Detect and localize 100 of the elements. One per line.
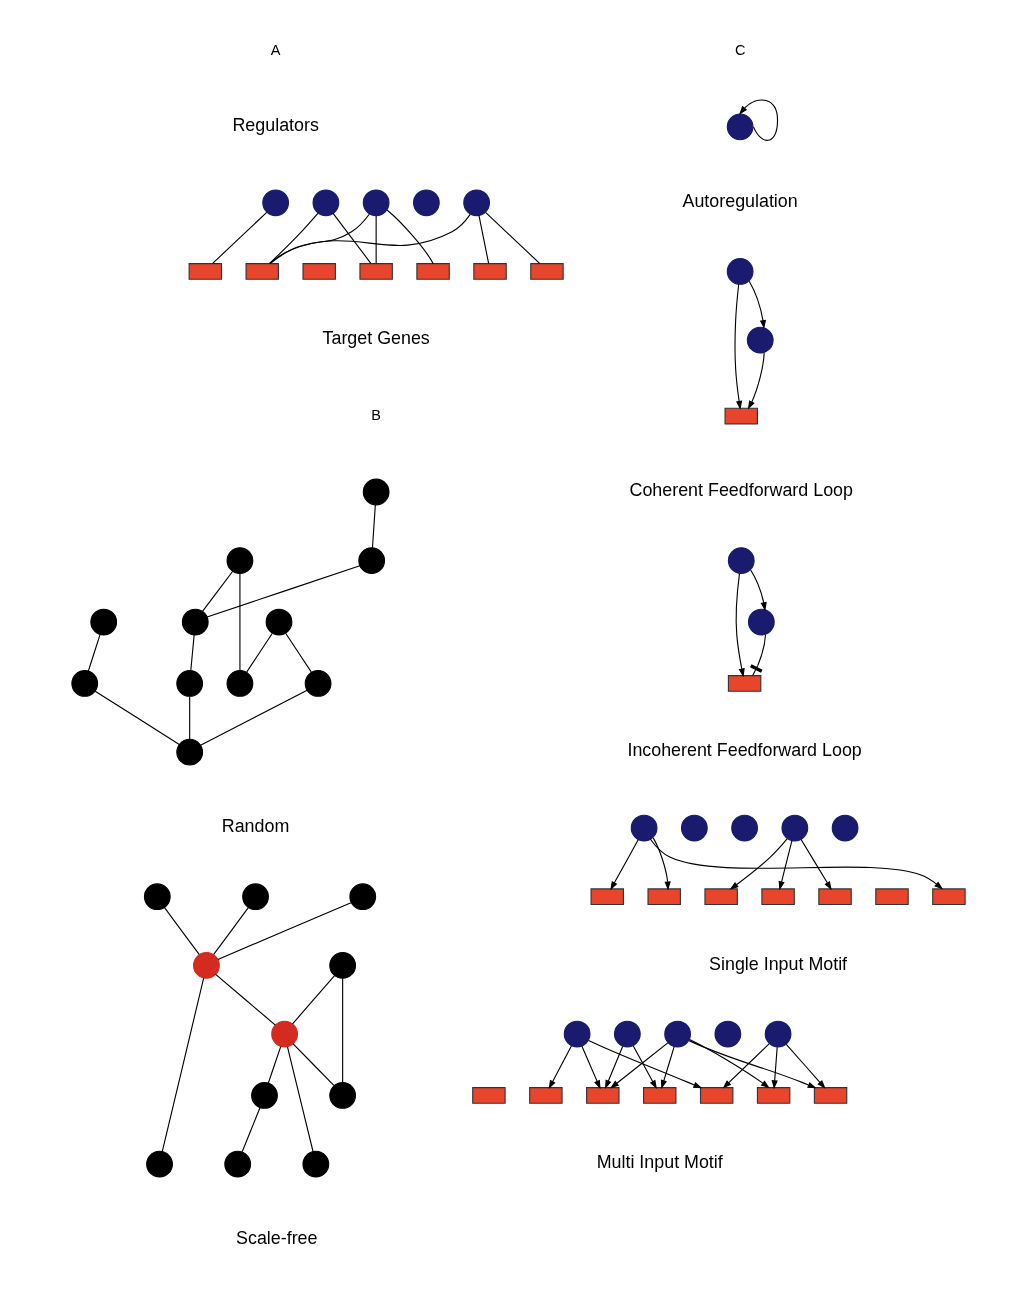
node-circle <box>563 1020 590 1048</box>
label: A <box>270 41 280 58</box>
connector <box>214 973 276 1026</box>
node-box <box>874 888 909 906</box>
node-circle <box>362 189 390 217</box>
arrow <box>548 1045 572 1090</box>
node-circle <box>764 1020 791 1048</box>
connector <box>332 212 371 264</box>
node-box <box>813 1087 847 1104</box>
arrow <box>747 351 765 410</box>
node-circle <box>181 608 209 636</box>
node-box <box>528 1087 563 1104</box>
label: Multi Input Motif <box>596 1152 723 1173</box>
connector <box>291 975 335 1025</box>
node-circle <box>747 608 775 636</box>
arrow <box>785 1043 826 1089</box>
connector <box>385 209 434 265</box>
node-circle <box>226 547 253 575</box>
node-circle <box>412 189 440 217</box>
node-circle <box>663 1020 691 1048</box>
connector <box>201 570 233 612</box>
connector <box>238 573 240 671</box>
connector <box>286 1046 314 1152</box>
connector <box>241 1107 261 1153</box>
arrow <box>587 1039 702 1089</box>
node-circle <box>680 814 708 842</box>
node-box <box>646 888 681 906</box>
node-box <box>724 407 758 425</box>
arrow <box>778 840 792 891</box>
node-circle <box>726 113 754 141</box>
node-box <box>590 888 624 906</box>
node-circle <box>328 952 356 979</box>
node-box <box>931 888 966 906</box>
arrow <box>722 1043 770 1089</box>
connector <box>292 1043 335 1087</box>
node-circle <box>223 1150 251 1178</box>
node-circle <box>328 1082 356 1109</box>
connector <box>341 977 343 1084</box>
node-circle <box>250 1082 278 1109</box>
connector <box>87 634 101 672</box>
label: Scale-free <box>235 1228 317 1249</box>
label: Incoherent Feedforward Loop <box>626 740 862 761</box>
arrow <box>604 1046 623 1089</box>
connector <box>269 213 370 264</box>
label: Autoregulation <box>682 191 798 212</box>
arrow <box>649 838 943 890</box>
node-box <box>699 1087 733 1104</box>
arrow <box>729 838 788 890</box>
connector <box>188 695 190 740</box>
arrow <box>771 1046 778 1090</box>
arrow <box>733 283 742 410</box>
node-circle <box>780 814 808 842</box>
node-circle <box>727 547 755 575</box>
connector <box>268 213 471 264</box>
arrow <box>632 1045 657 1090</box>
node-circle <box>348 883 376 911</box>
connector <box>161 977 204 1152</box>
node-circle <box>70 670 98 697</box>
node-circle <box>362 478 390 506</box>
node-circle <box>304 670 331 697</box>
node-box <box>358 263 393 280</box>
arrow <box>580 1045 601 1090</box>
node-box <box>472 263 507 280</box>
label: Coherent Feedforward Loop <box>629 480 853 501</box>
connector <box>189 634 195 671</box>
node-circle <box>145 1150 173 1178</box>
node-circle <box>357 547 385 575</box>
node-circle <box>301 1150 329 1178</box>
arrow <box>609 1042 668 1089</box>
node-box <box>756 1087 790 1104</box>
connector <box>163 907 200 955</box>
arrow <box>748 280 766 330</box>
connector <box>484 211 540 264</box>
arrow <box>749 569 767 612</box>
node-box <box>301 263 336 280</box>
label: Random <box>221 816 289 837</box>
node-circle <box>462 189 490 217</box>
connector <box>477 214 489 264</box>
node-circle <box>261 189 289 217</box>
node-box <box>642 1087 676 1104</box>
node-box <box>415 263 450 280</box>
node-circle <box>143 883 171 911</box>
node-circle <box>265 608 292 636</box>
arrow <box>735 573 745 678</box>
node-box <box>703 888 738 906</box>
node-box <box>245 263 279 280</box>
arrow <box>738 99 778 141</box>
node-box <box>471 1087 506 1104</box>
arrow <box>609 839 639 891</box>
node-circle <box>630 814 657 842</box>
node-circle <box>175 670 203 697</box>
connector <box>216 902 352 960</box>
connector <box>371 504 376 549</box>
node-circle <box>831 814 858 842</box>
node-circle <box>312 189 339 217</box>
node-circle <box>730 814 758 842</box>
node-box <box>188 263 222 280</box>
node-circle <box>746 326 774 354</box>
node-circle <box>241 883 269 911</box>
node-box <box>760 888 795 906</box>
